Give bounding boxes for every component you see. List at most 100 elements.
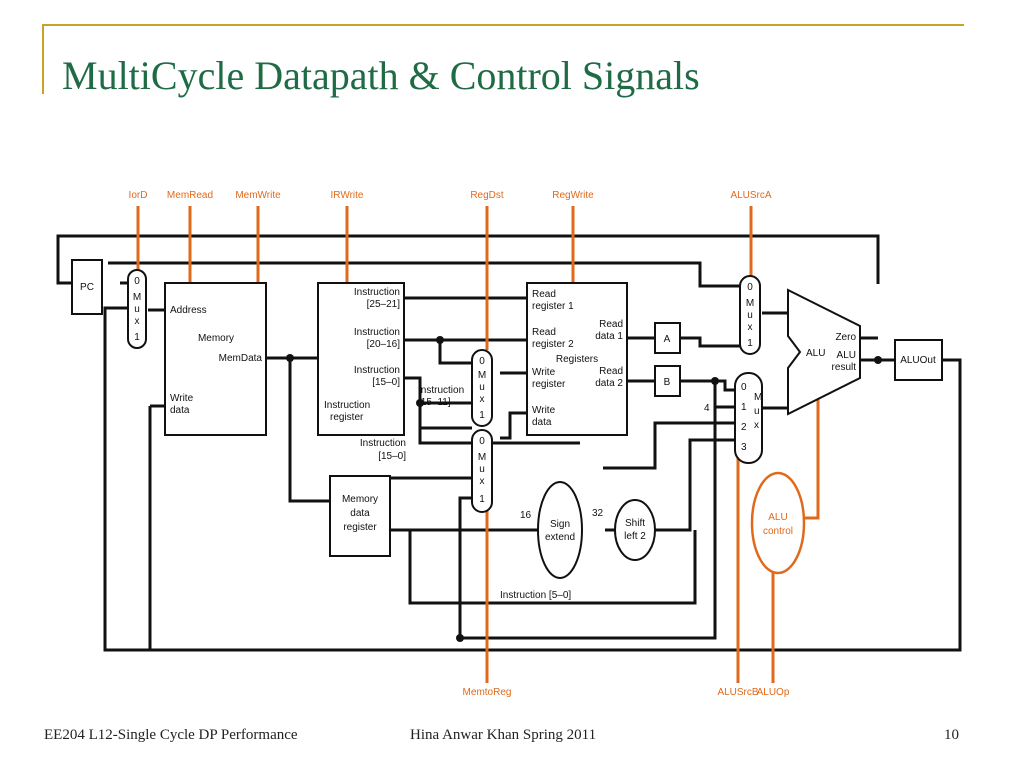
- instruction-field-labels: Instruction [15–11] Instruction [15–0] I…: [360, 385, 710, 601]
- alu-control-unit: ALU control: [750, 471, 806, 575]
- svg-text:data 1: data 1: [595, 331, 623, 342]
- svg-text:1: 1: [747, 338, 753, 349]
- svg-text:M: M: [746, 298, 754, 309]
- svg-text:0: 0: [479, 356, 485, 367]
- svg-text:Write: Write: [170, 393, 194, 404]
- svg-text:x: x: [480, 394, 485, 405]
- mux-memtoreg: 0 M u x 1: [471, 429, 493, 513]
- svg-text:1: 1: [134, 332, 140, 343]
- signal-memtoreg: MemtoReg: [463, 687, 512, 698]
- svg-text:data: data: [170, 405, 190, 416]
- svg-text:Shift: Shift: [625, 518, 645, 529]
- datapath-wires: [56, 234, 962, 652]
- svg-text:control: control: [763, 526, 793, 537]
- svg-text:[25–21]: [25–21]: [367, 299, 401, 310]
- svg-text:Memory: Memory: [342, 494, 378, 505]
- slide-title: MultiCycle Datapath & Control Signals: [62, 53, 700, 98]
- svg-text:data 2: data 2: [595, 378, 623, 389]
- svg-text:0: 0: [134, 276, 140, 287]
- svg-text:B: B: [664, 377, 671, 388]
- footer-author: Hina Anwar Khan Spring 2011: [410, 727, 597, 743]
- svg-text:left 2: left 2: [624, 531, 646, 542]
- svg-text:Instruction: Instruction: [354, 365, 400, 376]
- label-instr-15-11: Instruction: [418, 385, 464, 396]
- svg-text:u: u: [134, 304, 140, 315]
- svg-text:Instruction: Instruction: [324, 400, 370, 411]
- svg-text:MemData: MemData: [219, 353, 263, 364]
- register-a: A: [654, 322, 681, 354]
- svg-text:extend: extend: [545, 532, 575, 543]
- signal-irwrite: IRWrite: [331, 190, 364, 201]
- svg-text:Read: Read: [599, 319, 623, 330]
- signal-alusrcb: ALUSrcB: [717, 687, 758, 698]
- svg-text:x: x: [135, 316, 140, 327]
- svg-text:2: 2: [741, 422, 747, 433]
- svg-text:M: M: [478, 370, 486, 381]
- svg-text:register: register: [330, 412, 364, 423]
- page-number: 10: [944, 727, 959, 743]
- label-constant-4: 4: [704, 403, 710, 414]
- svg-text:register 1: register 1: [532, 301, 574, 312]
- svg-text:ALU: ALU: [806, 348, 825, 359]
- label-32-bits: 32: [592, 508, 604, 519]
- svg-text:Write: Write: [532, 367, 556, 378]
- svg-text:Read: Read: [532, 327, 556, 338]
- svg-text:Write: Write: [532, 405, 556, 416]
- label-16-bits: 16: [520, 510, 532, 521]
- svg-text:M: M: [478, 452, 486, 463]
- svg-text:Instruction: Instruction: [354, 287, 400, 298]
- control-signal-labels: IorD MemRead MemWrite IRWrite RegDst Reg…: [129, 190, 790, 698]
- svg-text:ALU: ALU: [768, 512, 787, 523]
- shift-left-2-unit: Shift left 2: [614, 499, 656, 561]
- svg-text:M: M: [754, 392, 762, 403]
- svg-text:Read: Read: [532, 289, 556, 300]
- memory-data-register: Memory data register: [329, 475, 391, 557]
- aluout-register: ALUOut: [894, 339, 943, 381]
- svg-text:A: A: [664, 334, 671, 345]
- svg-text:0: 0: [479, 436, 485, 447]
- svg-text:Address: Address: [170, 305, 207, 316]
- signal-regwrite: RegWrite: [552, 190, 594, 201]
- label-instr-5-0: Instruction [5–0]: [500, 590, 571, 601]
- svg-text:0: 0: [741, 382, 747, 393]
- svg-text:Memory: Memory: [198, 333, 234, 344]
- mux-iord: 0 M u x 1: [127, 269, 147, 349]
- svg-text:u: u: [754, 406, 760, 417]
- svg-text:1: 1: [479, 494, 485, 505]
- svg-text:Registers: Registers: [556, 354, 598, 365]
- svg-text:u: u: [479, 464, 485, 475]
- svg-text:u: u: [479, 382, 485, 393]
- svg-text:ALU: ALU: [837, 350, 856, 361]
- svg-text:0: 0: [747, 282, 753, 293]
- sign-extend-unit: Sign extend: [537, 481, 583, 579]
- svg-text:x: x: [754, 420, 759, 431]
- pc-register: PC: [71, 259, 103, 315]
- signal-regdst: RegDst: [470, 190, 504, 201]
- svg-text:Instruction: Instruction: [354, 327, 400, 338]
- svg-text:M: M: [133, 292, 141, 303]
- svg-text:Sign: Sign: [550, 519, 570, 530]
- svg-text:1: 1: [741, 402, 747, 413]
- svg-text:[15–11]: [15–11]: [418, 397, 451, 408]
- svg-text:[15–0]: [15–0]: [378, 451, 406, 462]
- register-file: Read register 1 Read register 2 Register…: [526, 282, 628, 436]
- register-b: B: [654, 365, 681, 397]
- signal-alusrca: ALUSrcA: [730, 190, 771, 201]
- svg-text:register 2: register 2: [532, 339, 574, 350]
- svg-text:[20–16]: [20–16]: [367, 339, 401, 350]
- signal-aluop: ALUOp: [757, 687, 790, 698]
- mux-alusrcb: 0 1 2 3 M u x: [734, 372, 763, 464]
- signal-memread: MemRead: [167, 190, 213, 201]
- mux-regdst: 0 M u x 1: [471, 349, 493, 427]
- svg-text:Zero: Zero: [835, 332, 856, 343]
- svg-text:data: data: [532, 417, 552, 428]
- svg-text:data: data: [350, 508, 370, 519]
- junction-dots: [286, 336, 882, 642]
- svg-text:PC: PC: [80, 282, 94, 293]
- svg-text:x: x: [748, 322, 753, 333]
- multicycle-datapath-diagram: IorD MemRead MemWrite IRWrite RegDst Reg…: [56, 190, 962, 698]
- svg-text:register: register: [343, 522, 377, 533]
- title-rule-vertical: [42, 24, 44, 94]
- svg-text:u: u: [747, 310, 753, 321]
- svg-text:[15–0]: [15–0]: [372, 377, 400, 388]
